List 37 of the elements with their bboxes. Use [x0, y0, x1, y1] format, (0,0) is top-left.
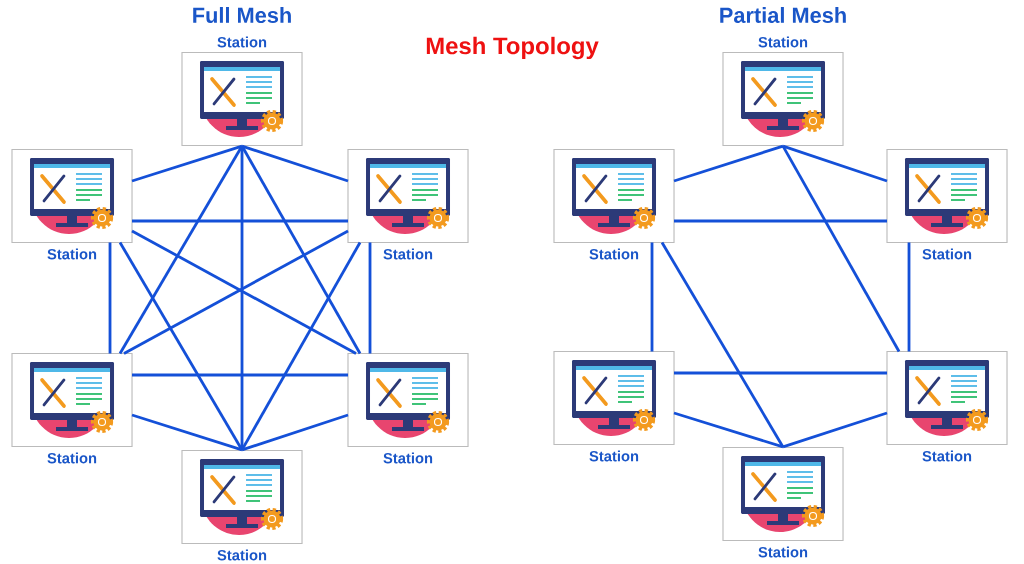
connection-line [782, 411, 888, 449]
connection-line [108, 242, 112, 354]
station-label: Station [589, 248, 639, 260]
station-label: Station [758, 36, 808, 48]
connection-line [781, 145, 901, 353]
connection-line [241, 413, 349, 452]
connection-line [132, 373, 348, 377]
section-heading: Full Mesh [193, 7, 291, 23]
station-label: Station [47, 452, 97, 464]
connection-line [131, 144, 243, 183]
connection-line [132, 219, 348, 223]
connection-line [240, 241, 362, 451]
connection-line [241, 144, 349, 183]
station-label: Station [922, 248, 972, 260]
connection-line [782, 144, 888, 183]
connection-line [650, 242, 654, 352]
connection-line [673, 411, 784, 449]
station-label: Station [383, 452, 433, 464]
connection-line [118, 145, 244, 355]
connection-line [368, 242, 372, 354]
connection-line [674, 219, 887, 223]
connection-line [660, 241, 785, 448]
connection-line [240, 145, 362, 355]
diagram-title: Mesh Topology [426, 36, 599, 60]
connection-line [674, 371, 887, 375]
connection-line [118, 241, 244, 451]
connection-line [907, 242, 911, 352]
station-label: Station [217, 36, 267, 48]
station-label: Station [217, 549, 267, 561]
station-label: Station [47, 248, 97, 260]
connection-line [673, 144, 784, 183]
station-label: Station [922, 450, 972, 462]
station-label: Station [758, 546, 808, 558]
connection-line [131, 413, 243, 452]
section-heading: Partial Mesh [720, 7, 846, 23]
station-label: Station [589, 450, 639, 462]
station-label: Station [383, 248, 433, 260]
